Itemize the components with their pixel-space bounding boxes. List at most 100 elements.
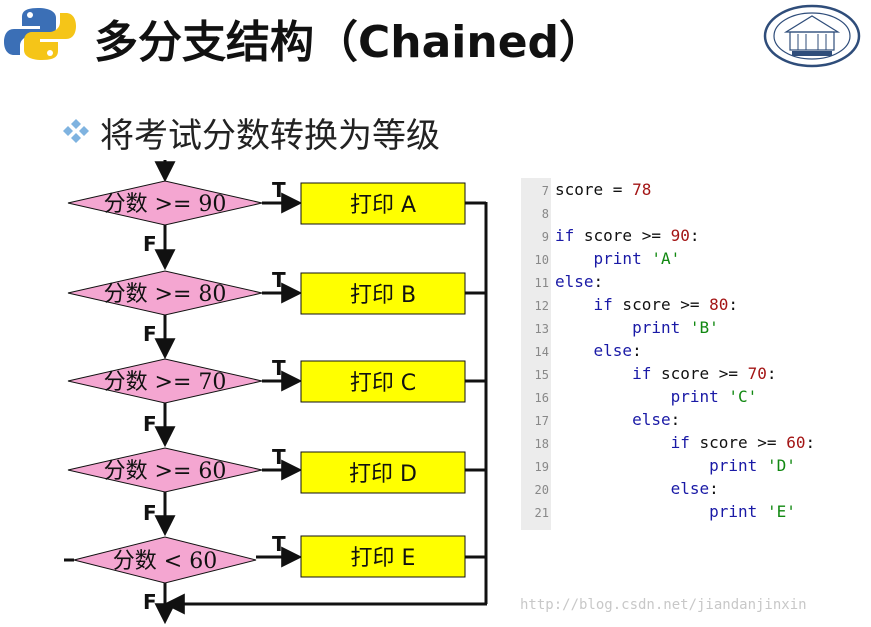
code-token: : [670, 410, 681, 429]
code-token: : [766, 364, 777, 383]
code-token [555, 295, 594, 314]
code-token: else [593, 341, 633, 360]
code-token [555, 433, 671, 452]
python-logo-icon [4, 8, 76, 60]
action-1 [300, 182, 466, 225]
code-token: score >= [651, 364, 748, 383]
code-token: else [632, 410, 671, 429]
code-line: 12 if score >= 80: [521, 293, 738, 316]
decision-2-label: 分数 >= 80 [104, 282, 227, 307]
code-token [555, 456, 709, 475]
action-1-label: 打印 A [350, 193, 416, 218]
true-label-1: T [272, 178, 286, 202]
action-3 [300, 360, 466, 403]
code-token [680, 318, 690, 337]
code-line: 7 score = 78 [521, 178, 652, 201]
false-label-2: F [143, 322, 157, 346]
code-token [555, 249, 594, 268]
university-seal-icon [763, 4, 861, 68]
code-token: print [593, 249, 642, 268]
line-number: 7 [541, 184, 549, 198]
line-number: 10 [534, 253, 549, 267]
code-line: 19 print 'D' [521, 454, 796, 477]
decision-3-label: 分数 >= 70 [104, 370, 227, 395]
code-token: 'E' [766, 502, 796, 521]
code-token [757, 502, 767, 521]
code-line: 14 else: [521, 339, 642, 362]
code-token: if [593, 295, 613, 314]
line-number: 15 [534, 368, 549, 382]
code-token [555, 318, 632, 337]
code-line: 15 if score >= 70: [521, 362, 777, 385]
line-number: 9 [541, 230, 549, 244]
false-label-4: F [143, 501, 157, 525]
action-2 [300, 272, 466, 315]
code-token: : [805, 433, 816, 452]
code-token: : [632, 341, 642, 360]
code-token: if [555, 226, 575, 245]
code-token: 60 [786, 433, 806, 452]
line-number: 14 [534, 345, 549, 359]
true-label-2: T [272, 268, 286, 292]
decision-5 [73, 536, 257, 584]
code-token [555, 502, 709, 521]
false-label-1: F [143, 232, 157, 256]
decision-5-label: 分数 < 60 [113, 549, 217, 574]
code-token [719, 387, 729, 406]
code-line: 8 [521, 201, 555, 224]
watermark: http://blog.csdn.net/jiandanjinxin [520, 597, 807, 613]
action-4-label: 打印 D [349, 462, 417, 487]
action-2-label: 打印 B [350, 283, 416, 308]
true-label-3: T [272, 356, 286, 380]
line-number: 17 [534, 414, 549, 428]
line-number: 21 [534, 506, 549, 520]
subtitle: 将考试分数转换为等级 [100, 116, 440, 156]
code-token: score >= [574, 226, 671, 245]
code-token: print [632, 318, 681, 337]
code-token [555, 341, 594, 360]
code-token: : [689, 226, 700, 245]
line-number: 12 [534, 299, 549, 313]
code-line: 10 print 'A' [521, 247, 681, 270]
false-label-5: F [143, 590, 157, 614]
code-token [642, 249, 652, 268]
line-number: 11 [534, 276, 549, 290]
code-token: if [632, 364, 652, 383]
code-token: print [709, 456, 758, 475]
true-label-4: T [272, 445, 286, 469]
code-token: 'B' [689, 318, 719, 337]
code-token: 'A' [651, 249, 681, 268]
code-token: 'D' [766, 456, 796, 475]
code-token: 80 [709, 295, 729, 314]
code-token [757, 456, 767, 475]
action-5-label: 打印 E [351, 546, 416, 571]
code-token: : [728, 295, 739, 314]
slide-title: 多分支结构（Chained） [94, 17, 604, 68]
code-token: score = [555, 180, 633, 199]
line-number: 19 [534, 460, 549, 474]
code-line: 13 print 'B' [521, 316, 719, 339]
code-token: 'C' [728, 387, 758, 406]
decision-1-label: 分数 >= 90 [104, 192, 227, 217]
line-number: 16 [534, 391, 549, 405]
line-number: 13 [534, 322, 549, 336]
action-3-label: 打印 C [350, 371, 416, 396]
code-token: 70 [747, 364, 767, 383]
code-line: 18 if score >= 60: [521, 431, 816, 454]
code-token: 78 [632, 180, 652, 199]
code-token: if [670, 433, 690, 452]
code-line: 9 if score >= 90: [521, 224, 700, 247]
line-number: 20 [534, 483, 549, 497]
false-label-3: F [143, 412, 157, 436]
code-token: : [709, 479, 719, 498]
diamond-bullet-icon [63, 119, 89, 143]
action-4 [300, 451, 466, 494]
code-token: else [670, 479, 710, 498]
code-line: 17 else: [521, 408, 681, 431]
decision-4-label: 分数 >= 60 [104, 459, 227, 484]
code-token: : [593, 272, 604, 291]
code-token: 90 [670, 226, 690, 245]
code-token [555, 410, 632, 429]
